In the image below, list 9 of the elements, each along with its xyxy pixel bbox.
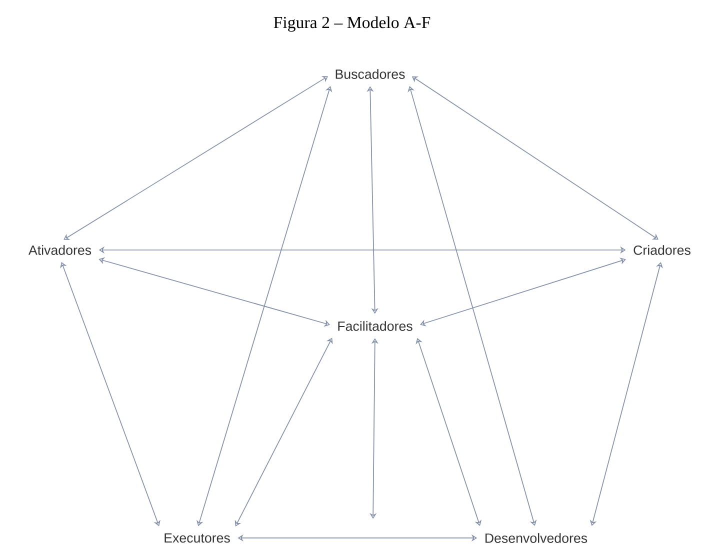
- node-label: Buscadores: [336, 69, 405, 79]
- arrow: [408, 86, 537, 526]
- figure-title: Figura 2 – Modelo A-F: [274, 16, 430, 32]
- node-label: Facilitadores: [338, 321, 412, 331]
- node-label: Criadores: [634, 245, 690, 255]
- node-label: Desenvolvedores: [486, 533, 588, 543]
- arrow: [416, 338, 482, 526]
- node-label: Executores: [164, 533, 230, 543]
- node-label: Ativadores: [28, 245, 92, 255]
